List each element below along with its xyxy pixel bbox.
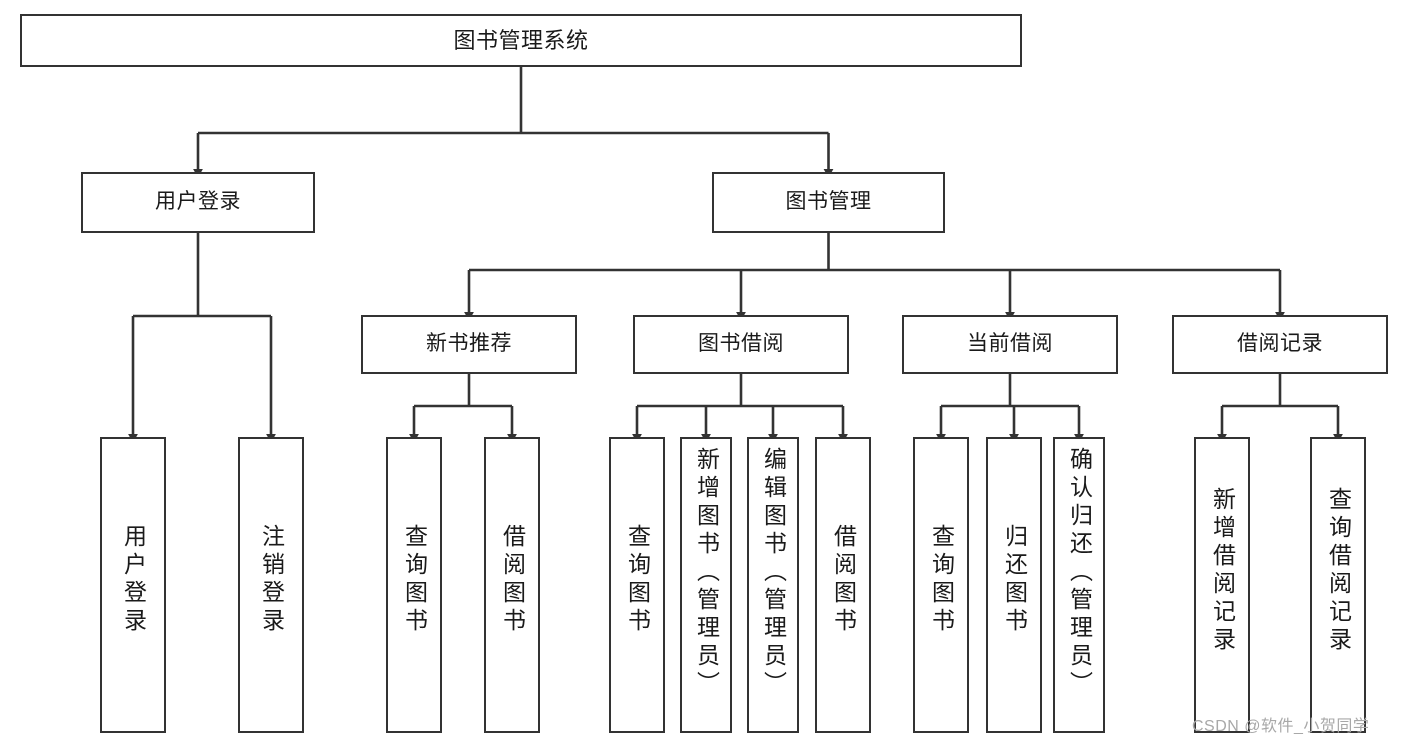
node-label: 图书管理系统 [453, 27, 589, 53]
node-label: 查询图书 [624, 524, 651, 636]
node-label: 用户登录 [155, 190, 241, 214]
node-leaf-login-1[interactable]: 用户登录 [100, 437, 166, 733]
node-label: 借阅图书 [830, 524, 857, 636]
node-leaf-cur-3[interactable]: 确认归还（管理员） [1053, 437, 1105, 733]
node-label: 新增图书（管理员） [693, 447, 720, 699]
node-label: 查询图书 [928, 524, 955, 636]
node-label: 借阅记录 [1237, 332, 1323, 356]
node-label: 查询图书 [401, 524, 428, 636]
node-label: 图书借阅 [698, 332, 784, 356]
node-bookmgmt[interactable]: 图书管理 [712, 172, 945, 233]
node-label: 图书管理 [785, 190, 872, 214]
node-leaf-new-1[interactable]: 查询图书 [386, 437, 442, 733]
node-label: 编辑图书（管理员） [760, 447, 787, 699]
node-label: 确认归还（管理员） [1066, 447, 1093, 699]
node-label: 用户登录 [120, 524, 147, 636]
node-leaf-rec-1[interactable]: 新增借阅记录 [1194, 437, 1250, 733]
node-borrow[interactable]: 图书借阅 [633, 315, 849, 374]
node-label: 新书推荐 [426, 332, 512, 356]
node-root[interactable]: 图书管理系统 [20, 14, 1022, 67]
node-leaf-cur-2[interactable]: 归还图书 [986, 437, 1042, 733]
node-label: 当前借阅 [967, 332, 1053, 356]
node-current[interactable]: 当前借阅 [902, 315, 1118, 374]
node-leaf-brw-4[interactable]: 借阅图书 [815, 437, 871, 733]
node-label: 新增借阅记录 [1209, 487, 1236, 655]
node-label: 借阅图书 [499, 524, 526, 636]
node-label: 归还图书 [1001, 524, 1028, 636]
node-label: 注销登录 [258, 524, 285, 636]
node-leaf-login-2[interactable]: 注销登录 [238, 437, 304, 733]
csdn-watermark: CSDN @软件_小贺同学 [1192, 718, 1370, 735]
node-login[interactable]: 用户登录 [81, 172, 315, 233]
edge-group [128, 67, 1343, 443]
node-leaf-brw-2[interactable]: 新增图书（管理员） [680, 437, 732, 733]
node-leaf-cur-1[interactable]: 查询图书 [913, 437, 969, 733]
node-leaf-brw-1[interactable]: 查询图书 [609, 437, 665, 733]
node-records[interactable]: 借阅记录 [1172, 315, 1388, 374]
node-leaf-rec-2[interactable]: 查询借阅记录 [1310, 437, 1366, 733]
node-newbook[interactable]: 新书推荐 [361, 315, 577, 374]
node-label: 查询借阅记录 [1325, 487, 1352, 655]
node-leaf-new-2[interactable]: 借阅图书 [484, 437, 540, 733]
node-leaf-brw-3[interactable]: 编辑图书（管理员） [747, 437, 799, 733]
